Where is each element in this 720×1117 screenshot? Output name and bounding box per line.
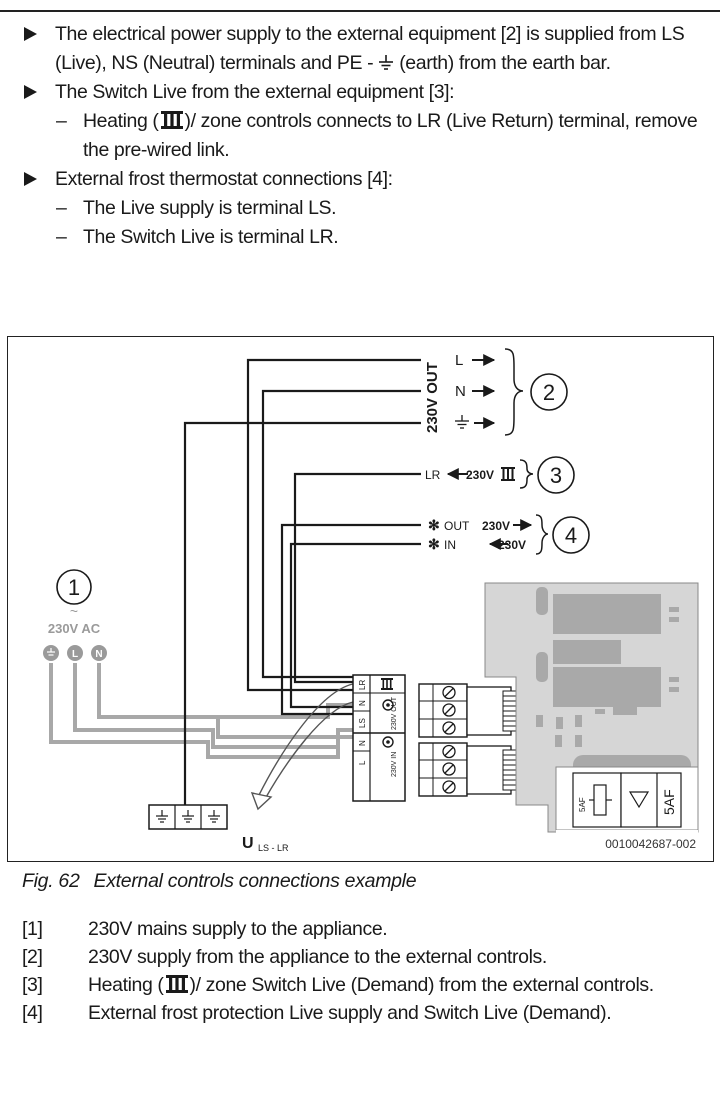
legend-text: 230V supply from the appliance to the ex… — [88, 946, 547, 968]
lr-voltage: 230V — [466, 468, 494, 482]
earth-bar — [148, 804, 228, 830]
radiator-icon — [165, 975, 188, 993]
out-block-label: 230V OUT — [424, 362, 441, 433]
frost-in-voltage: 230V — [498, 538, 526, 552]
legend-item: [4] External frost protection Live suppl… — [22, 999, 712, 1027]
sub-item-switch-live: – The Switch Live is terminal LR. — [22, 223, 712, 252]
ls-lr-link — [250, 683, 354, 811]
bullet-text: The electrical power supply to the exter… — [55, 23, 685, 74]
sub-item-live-supply: – The Live supply is terminal LS. — [22, 194, 712, 223]
legend-text: Heating ( — [88, 974, 164, 996]
radiator-icon — [160, 111, 183, 129]
dash-marker: – — [56, 110, 67, 132]
terminal-n-in: N — [358, 740, 367, 746]
terminal-strip: LR N LS N L 230V OUT 230V IN — [352, 674, 406, 802]
snowflake-icon: ✻ — [428, 536, 440, 552]
triangle-bullet-icon — [24, 172, 37, 186]
wiring-diagram-svg: U LS - LR 1 ~ 230V AC L N — [43, 348, 699, 854]
lr-label: LR — [425, 468, 441, 482]
top-rule — [0, 10, 720, 12]
bullet-text-continued: (earth) from the earth bar. — [394, 52, 611, 74]
figure-legend: [1] 230V mains supply to the appliance. … — [22, 915, 712, 1027]
bullet-item-frost: External frost thermostat connections [4… — [22, 165, 712, 194]
mains-terminal-n: N — [95, 649, 102, 660]
sub-text: Heating ( — [83, 110, 159, 132]
triangle-bullet-icon — [24, 85, 37, 99]
terminal-in-label: 230V IN — [391, 752, 398, 777]
legend-text: 230V mains supply to the appliance. — [88, 918, 388, 940]
bullet-text: External frost thermostat connections [4… — [55, 168, 393, 190]
fuse-label-large: 5AF — [661, 789, 677, 815]
legend-item: [1] 230V mains supply to the appliance. — [22, 915, 712, 943]
sub-text-continued: )/ zone controls connects to LR (Live Re… — [83, 110, 698, 161]
pcb-board: 5AF 5AF 0010042687-002 — [484, 582, 699, 854]
mains-label: 230V AC — [48, 621, 101, 636]
bullet-text: The Switch Live from the external equipm… — [55, 81, 455, 103]
lr-block: LR 230V 3 — [425, 456, 575, 494]
sub-text: The Live supply is terminal LS. — [83, 197, 337, 219]
sub-text: The Switch Live is terminal LR. — [83, 226, 339, 248]
sub-item-heating: – Heating ()/ zone controls connects to … — [22, 107, 712, 165]
bullet-item-switch-live: The Switch Live from the external equipm… — [22, 78, 712, 107]
dash-marker: – — [56, 197, 67, 219]
link-symbol: U — [242, 835, 254, 852]
dash-marker: – — [56, 226, 67, 248]
mains-wires — [49, 663, 353, 759]
earth-symbol-icon — [379, 55, 394, 70]
frost-block: ✻ OUT 230V ✻ IN 230V 4 — [428, 514, 590, 555]
out-line-l: L — [455, 352, 463, 369]
terminal-l-in: L — [358, 760, 367, 765]
legend-key: [1] — [22, 918, 43, 940]
legend-text-continued: )/ zone Switch Live (Demand) from the ex… — [189, 974, 655, 996]
caption-number: Fig. 62 — [22, 870, 80, 892]
mains-terminal-l: L — [72, 649, 78, 660]
wiring-diagram: U LS - LR 1 ~ 230V AC L N — [7, 336, 714, 862]
terminal-ls: LS — [358, 718, 367, 728]
legend-key: [4] — [22, 1002, 43, 1024]
legend-item: [3] Heating ( )/ zone Switch Live (Demand… — [22, 971, 712, 999]
fuse-label-small: 5AF — [578, 797, 587, 812]
mains-label-group: 1 ~ 230V AC L N — [43, 569, 107, 661]
control-wires — [183, 358, 421, 805]
terminal-lr: LR — [358, 680, 367, 690]
out-block: 230V OUT L N 2 — [424, 348, 568, 436]
image-code: 0010042687-002 — [605, 837, 696, 851]
frost-in-label: IN — [444, 538, 456, 552]
caption-text: External controls connections example — [93, 870, 417, 892]
frost-out-label: OUT — [444, 519, 470, 533]
snowflake-icon: ✻ — [428, 517, 440, 533]
bullet-list: The electrical power supply to the exter… — [22, 20, 712, 252]
terminal-out-label: 230V OUT — [391, 696, 398, 730]
callout-1: 1 — [68, 575, 80, 600]
mains-tilde: ~ — [70, 603, 78, 619]
bullet-item-power-supply: The electrical power supply to the exter… — [22, 20, 712, 78]
callout-4: 4 — [565, 523, 577, 548]
radiator-icon — [501, 467, 515, 481]
frost-out-voltage: 230V — [482, 519, 510, 533]
terminal-n-out: N — [358, 700, 367, 706]
triangle-bullet-icon — [24, 27, 37, 41]
legend-item: [2] 230V supply from the appliance to th… — [22, 943, 712, 971]
legend-key: [2] — [22, 946, 43, 968]
callout-2: 2 — [543, 380, 555, 405]
callout-3: 3 — [550, 463, 562, 488]
legend-text: External frost protection Live supply an… — [88, 1002, 612, 1024]
legend-key: [3] — [22, 974, 43, 996]
screw-connectors — [418, 683, 517, 797]
link-label: LS - LR — [258, 843, 289, 853]
figure-caption: Fig. 62 External controls connections exa… — [22, 870, 417, 893]
out-line-n: N — [455, 383, 466, 400]
